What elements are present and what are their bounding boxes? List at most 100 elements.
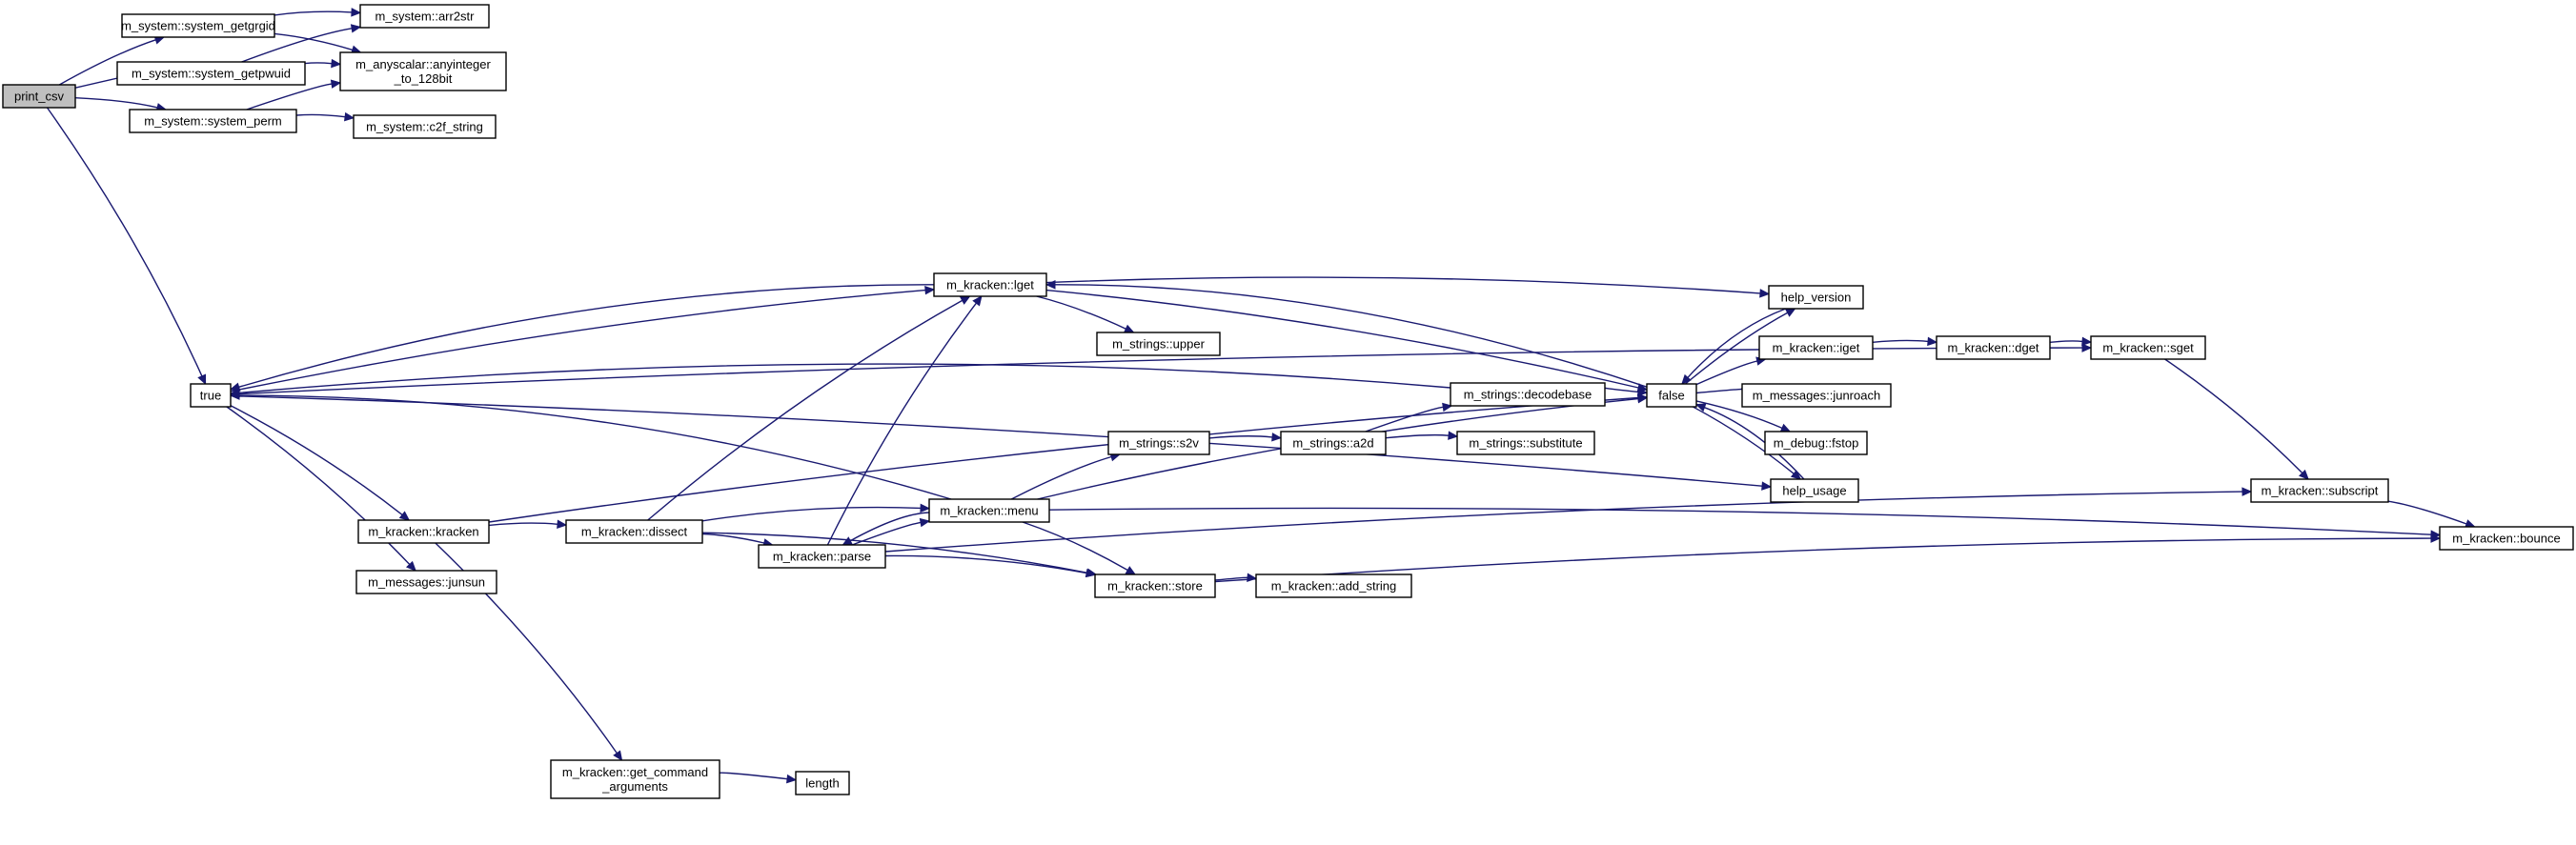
edge-perm-to-c2f: [295, 111, 355, 122]
edge-arrowhead: [405, 560, 416, 572]
node-box: [758, 544, 886, 569]
node-add-string[interactable]: m_kracken::add_string: [1255, 573, 1412, 598]
node-substitute[interactable]: m_strings::substitute: [1456, 431, 1595, 455]
node-store[interactable]: m_kracken::store: [1094, 573, 1216, 598]
node-junsun[interactable]: m_messages::junsun: [355, 570, 497, 594]
node-box: [1094, 573, 1216, 598]
edge-arrowhead: [557, 519, 568, 530]
node-subscript[interactable]: m_kracken::subscript: [2250, 478, 2389, 503]
node-bounce[interactable]: m_kracken::bounce: [2439, 526, 2574, 551]
node-lget[interactable]: m_kracken::lget: [933, 272, 1047, 297]
edge-arrowhead: [229, 382, 241, 392]
node-box: [1107, 431, 1210, 455]
node-upper[interactable]: m_strings::upper: [1096, 332, 1221, 356]
edge-true-to-lget: [230, 285, 936, 392]
edge-line: [1214, 576, 1248, 581]
edge-arrowhead: [2241, 487, 2253, 496]
edge-line: [826, 302, 977, 546]
node-sget[interactable]: m_kracken::sget: [2090, 335, 2206, 360]
node-dissect[interactable]: m_kracken::dissect: [565, 519, 703, 544]
node-dget[interactable]: m_kracken::dget: [1936, 335, 2051, 360]
node-help-version[interactable]: help_version: [1768, 285, 1864, 310]
node-label: m_debug::fstop: [1774, 436, 1859, 451]
node-box: [565, 519, 703, 544]
node-getpwuid[interactable]: m_system::system_getpwuid: [116, 61, 306, 86]
edge-arrowhead: [229, 388, 240, 398]
edge-line: [1872, 339, 1929, 343]
node-label: m_system::system_getgrgid: [121, 19, 275, 33]
node-arr2str[interactable]: m_system::arr2str: [359, 4, 490, 29]
node-false[interactable]: false: [1646, 383, 1697, 408]
edge-print_csv-to-true: [46, 107, 207, 386]
node-true[interactable]: true: [190, 383, 232, 408]
node-length[interactable]: length: [795, 771, 850, 795]
node-menu[interactable]: m_kracken::menu: [928, 498, 1050, 523]
edge-arrowhead: [1271, 433, 1283, 442]
node-box: [1646, 383, 1697, 408]
node-box: [121, 13, 275, 38]
node-box: [2090, 335, 2206, 360]
node-box: [550, 759, 720, 799]
node-box: [1936, 335, 2051, 360]
edge-arrowhead: [1442, 402, 1453, 412]
edge-line: [1695, 360, 1757, 386]
edge-line: [701, 532, 1088, 573]
edge-iget-to-dget: [1872, 336, 1938, 347]
node-print-csv[interactable]: print_csv: [2, 84, 76, 109]
edge-arrowhead: [1790, 470, 1802, 480]
edge-line: [1214, 537, 2432, 583]
edge-line: [2387, 500, 2467, 525]
edge-lget-to-true: [229, 284, 935, 392]
node-junroach[interactable]: m_messages::junroach: [1741, 383, 1892, 408]
edge-line: [1036, 295, 1126, 330]
node-label: m_messages::junsun: [368, 575, 485, 590]
node-label: m_kracken::sget: [2102, 341, 2194, 355]
edge-true-to-junsun: [226, 406, 416, 572]
node-box: [355, 570, 497, 594]
node-a2d[interactable]: m_strings::a2d: [1280, 431, 1387, 455]
node-label: m_kracken::bounce: [2452, 532, 2560, 546]
node-box: [2, 84, 76, 109]
edge-line: [719, 772, 788, 780]
node-box: [1741, 383, 1892, 408]
edge-line: [1385, 433, 1450, 439]
edge-line: [304, 62, 333, 65]
edge-dissect-to-lget: [647, 295, 971, 521]
node-c2f[interactable]: m_system::c2f_string: [353, 114, 497, 139]
edge-true-to-help_usage: [230, 394, 1773, 491]
node-label: m_kracken::lget: [946, 278, 1034, 292]
node-label: m_kracken::add_string: [1271, 579, 1397, 594]
node-label: m_kracken::dissect: [581, 525, 688, 539]
node-help-usage[interactable]: help_usage: [1770, 478, 1859, 503]
edge-arrowhead: [924, 285, 936, 295]
node-getgrgid[interactable]: m_system::system_getgrgid: [121, 13, 275, 38]
node-iget[interactable]: m_kracken::iget: [1758, 335, 1874, 360]
edge-arrowhead: [398, 511, 411, 521]
node-label: true: [200, 389, 221, 403]
node-label: _arguments: [601, 779, 668, 794]
node-parse[interactable]: m_kracken::parse: [758, 544, 886, 569]
node-label: m_messages::junroach: [1753, 389, 1880, 403]
node-anyint[interactable]: m_anyscalar::anyinteger_to_128bit: [339, 51, 507, 91]
edge-line: [488, 396, 1639, 523]
edge-line: [1687, 308, 1787, 378]
node-box: [1280, 431, 1387, 455]
node-decodebase[interactable]: m_strings::decodebase: [1450, 382, 1606, 407]
edge-line: [435, 542, 618, 754]
node-box: [190, 383, 232, 408]
node-label: m_strings::upper: [1112, 337, 1205, 352]
node-fstop[interactable]: m_debug::fstop: [1764, 431, 1868, 455]
node-box: [928, 498, 1050, 523]
edge-line: [274, 32, 354, 51]
edge-dget-to-sget: [2049, 336, 2093, 347]
node-perm[interactable]: m_system::system_perm: [129, 109, 297, 133]
edge-getcmd-to-length: [719, 772, 798, 784]
node-box: [1255, 573, 1412, 598]
edge-line: [701, 506, 922, 522]
node-kracken[interactable]: m_kracken::kracken: [357, 519, 490, 544]
edge-line: [1693, 406, 1795, 474]
node-getcmd[interactable]: m_kracken::get_command_arguments: [550, 759, 720, 799]
node-s2v[interactable]: m_strings::s2v: [1107, 431, 1210, 455]
edge-arrowhead: [1927, 336, 1938, 347]
edge-arrowhead: [1448, 431, 1459, 440]
